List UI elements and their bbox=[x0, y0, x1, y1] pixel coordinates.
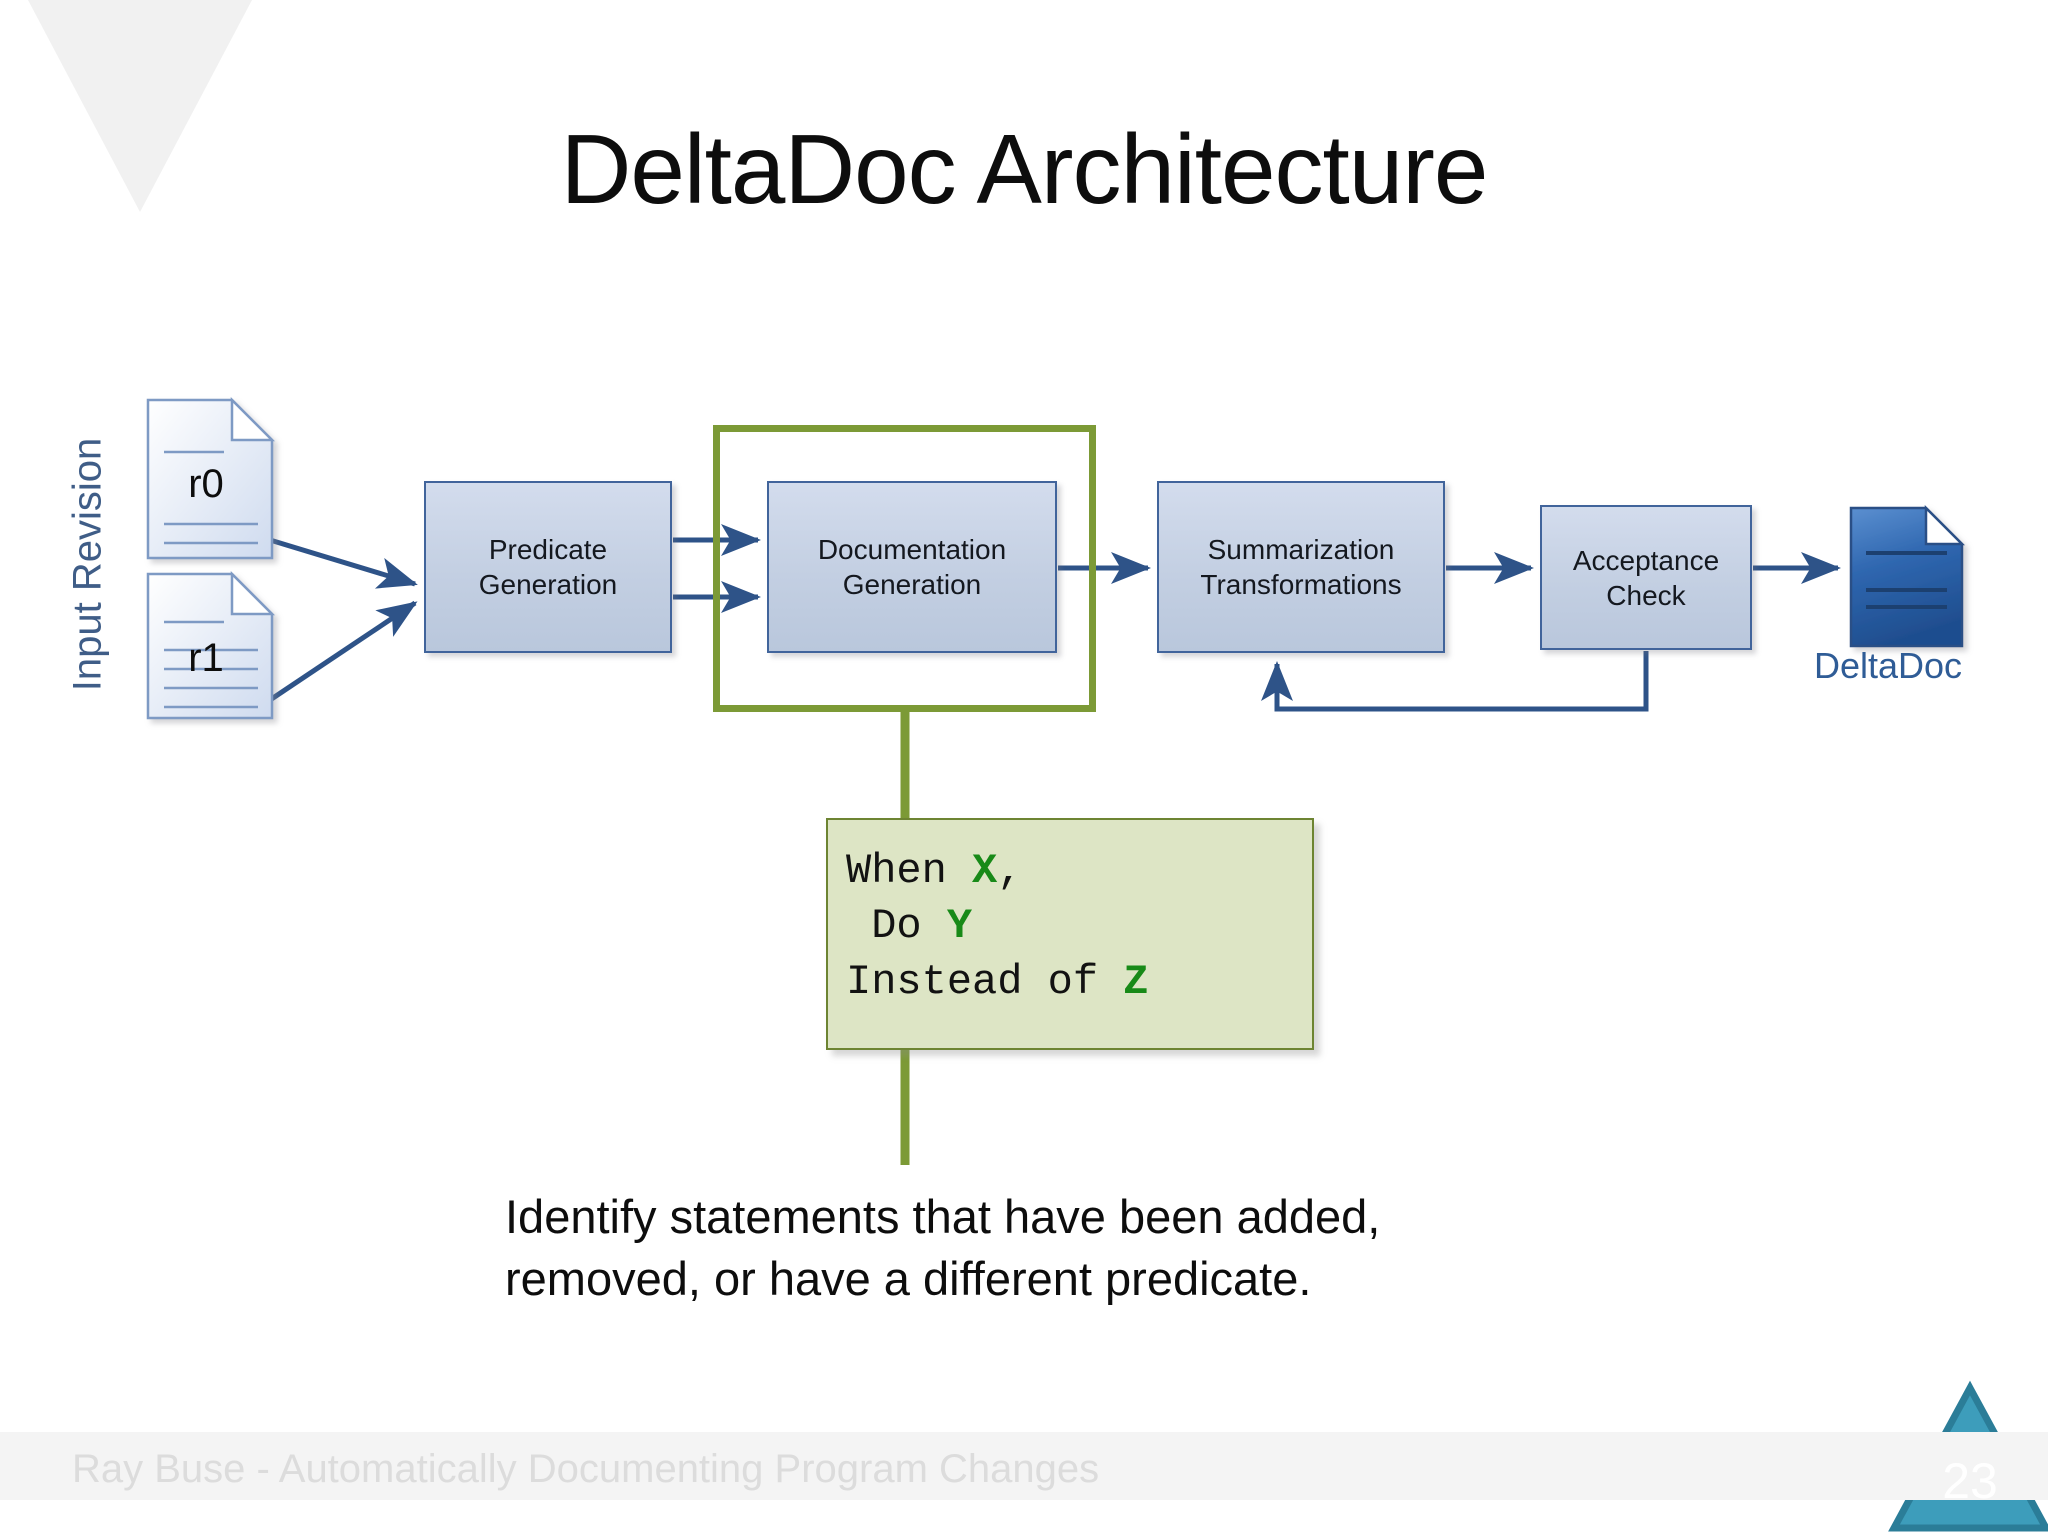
callout-line1-suffix: , bbox=[997, 847, 1023, 895]
process-box-documentation-generation[interactable]: Documentation Generation bbox=[767, 481, 1057, 653]
stage-line1: Documentation bbox=[817, 534, 1007, 565]
callout-box-documentation-template: When X, Do Y Instead of Z bbox=[826, 818, 1314, 1050]
process-box-summarization-transformations[interactable]: Summarization Transformations bbox=[1157, 481, 1445, 653]
callout-line1-prefix: When bbox=[846, 847, 973, 895]
stage-line2: Check bbox=[1606, 579, 1686, 611]
callout-line3-prefix: Instead of bbox=[846, 957, 1124, 1006]
document-label-r0: r0 bbox=[188, 462, 224, 506]
arrow-r0-to-predicate bbox=[269, 537, 418, 589]
caption-line-2: removed, or have a different predicate. bbox=[505, 1252, 1312, 1306]
callout-line1-variable: X bbox=[972, 847, 998, 895]
process-box-acceptance-check-label: Acceptance Check bbox=[1573, 543, 1719, 613]
process-box-summarization-transformations-label: Summarization Transformations bbox=[1200, 532, 1401, 602]
caption-line-1: Identify statements that have been added… bbox=[505, 1190, 1381, 1243]
footer-text: Ray Buse - Automatically Documenting Pro… bbox=[72, 1447, 1100, 1491]
process-box-acceptance-check[interactable]: Acceptance Check bbox=[1540, 505, 1752, 650]
callout-line-3: Instead of Z bbox=[846, 958, 1148, 1006]
stage-line2: Generation bbox=[842, 569, 982, 600]
stage-line2: Transformations bbox=[1200, 569, 1402, 600]
arrow-feedback-loop bbox=[1260, 651, 1649, 712]
document-label-deltadoc: DeltaDoc bbox=[1813, 645, 1963, 686]
document-icon-r1 bbox=[146, 570, 276, 720]
process-box-predicate-generation[interactable]: Predicate Generation bbox=[424, 481, 672, 653]
stage-line2: Generation bbox=[478, 569, 618, 600]
callout-line-1: When X, bbox=[846, 847, 1022, 895]
page-title: DeltaDoc Architecture bbox=[560, 114, 1489, 224]
caption-text: Identify statements that have been added… bbox=[505, 1186, 1655, 1310]
document-icon-r0 bbox=[146, 396, 276, 560]
document-icon-deltadoc bbox=[1849, 504, 1966, 648]
highlight-frame-documentation-generation bbox=[713, 425, 1096, 712]
page-number-text: 23 bbox=[1942, 1453, 1998, 1509]
callout-line2-prefix: Do bbox=[846, 902, 947, 951]
callout-line2-variable: Y bbox=[946, 902, 973, 951]
stage-line1: Acceptance bbox=[1572, 544, 1720, 576]
stage-line1: Predicate bbox=[488, 534, 608, 565]
input-revision-label: Input Revision bbox=[65, 437, 110, 692]
document-label-r1: r1 bbox=[188, 636, 224, 680]
callout-line-2: Do Y bbox=[846, 902, 972, 950]
stage-line1: Summarization bbox=[1207, 534, 1395, 565]
corner-triangle-decoration bbox=[28, 0, 252, 212]
process-box-documentation-generation-label: Documentation Generation bbox=[818, 532, 1006, 602]
process-box-predicate-generation-label: Predicate Generation bbox=[479, 532, 618, 602]
callout-line3-variable: Z bbox=[1123, 957, 1149, 1006]
footer-bar bbox=[0, 1432, 2048, 1500]
arrow-r1-to-predicate bbox=[268, 600, 418, 703]
